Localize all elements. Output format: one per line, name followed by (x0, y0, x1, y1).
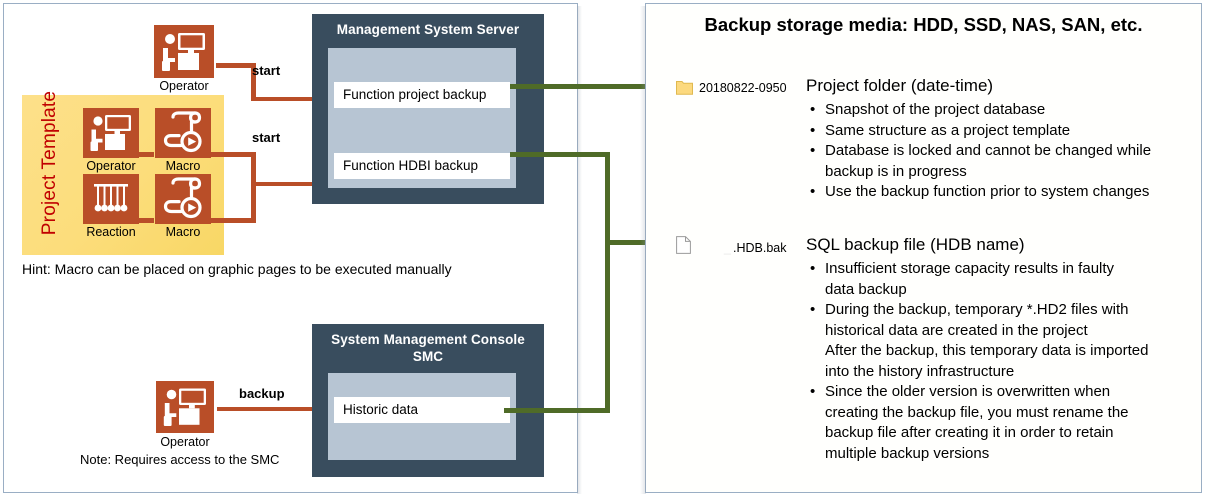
operator-bottom-caption: Operator (160, 435, 210, 449)
smc-server-title-line1: System Management Console (331, 332, 525, 347)
management-system-server-box: Management System Server Function projec… (312, 14, 544, 204)
project-folder-bullets: Snapshot of the project database Same st… (808, 100, 1198, 203)
template-operator-caption: Operator (86, 159, 136, 173)
list-item: Database is locked and cannot be changed… (808, 141, 1198, 182)
template-macro-2-caption: Macro (165, 225, 201, 239)
right-panel: Backup storage media: HDD, SSD, NAS, SAN… (640, 3, 1202, 494)
backup-storage-media-title: Backup storage media: HDD, SSD, NAS, SAN… (704, 14, 1143, 35)
operator-workstation-icon (163, 388, 206, 426)
template-macro-2-tile[interactable] (155, 174, 211, 224)
operator-top-tile[interactable] (154, 25, 214, 78)
smc-server-title-line2: SMC (412, 349, 444, 364)
left-panel: Project Template start start backup (3, 3, 582, 494)
sql-backup-heading: SQL backup file (HDB name) (806, 235, 1025, 254)
list-item: Insufficient storage capacity results in… (808, 259, 1193, 300)
list-item: During the backup, temporary *.HD2 files… (808, 300, 1193, 382)
template-operator-tile[interactable] (83, 108, 139, 158)
operator-workstation-icon (90, 115, 131, 151)
connector-operator-macro-link (138, 152, 154, 157)
sql-file-name-prefix: _ (724, 241, 731, 255)
edge-label-start-2: start (252, 130, 281, 145)
arrow-backup-shaft (217, 407, 317, 411)
list-item: Snapshot of the project database (808, 100, 1198, 121)
template-macro-1-caption: Macro (165, 159, 201, 173)
reaction-newtons-cradle-icon (94, 184, 128, 212)
connector-reaction-macro-link (138, 218, 154, 223)
folder-name-label: 20180822-0950 (699, 81, 787, 95)
connector-trunk-vertical-top (251, 63, 256, 100)
function-project-backup-box[interactable]: Function project backup (334, 82, 510, 108)
connector-macro1-horizontal (211, 152, 256, 157)
macro-scroll-play-icon (163, 111, 202, 153)
list-item: Since the older version is overwritten w… (808, 382, 1193, 464)
connector-macro-trunk-vertical (251, 152, 256, 223)
green-connector-sql-file (605, 240, 670, 245)
arrow-start-1-shaft (251, 97, 318, 101)
sql-backup-bullets: Insufficient storage capacity results in… (808, 259, 1193, 464)
project-template-label: Project Template (39, 90, 60, 236)
operator-top-caption: Operator (159, 79, 209, 93)
management-system-server-title: Management System Server (336, 22, 520, 37)
list-item: Same structure as a project template (808, 121, 1198, 142)
list-item: Use the backup function prior to system … (808, 182, 1198, 203)
smc-server-box: System Management Console SMC Historic d… (312, 324, 544, 477)
hint-text: Hint: Macro can be placed on graphic pag… (22, 261, 452, 277)
template-macro-1-tile[interactable] (155, 108, 211, 158)
green-connector-project-backup (510, 84, 670, 89)
macro-scroll-play-icon (163, 177, 202, 219)
edge-label-start-1: start (252, 63, 281, 78)
green-connector-historic-horizontal (504, 408, 610, 413)
operator-bottom-tile[interactable] (156, 381, 214, 433)
project-folder-heading: Project folder (date-time) (806, 76, 994, 95)
edge-label-backup: backup (239, 386, 285, 401)
sql-file-name-label: .HDB.bak (733, 241, 787, 255)
folder-icon (676, 80, 693, 95)
template-reaction-caption: Reaction (86, 225, 136, 239)
historic-data-box[interactable]: Historic data (334, 397, 510, 423)
arrow-start-2-shaft (251, 182, 318, 186)
template-reaction-tile[interactable] (83, 174, 139, 224)
operator-workstation-icon (162, 33, 205, 71)
connector-operator-top-horizontal (216, 63, 256, 68)
green-connector-vertical-trunk (605, 152, 610, 413)
function-hdbi-backup-box[interactable]: Function HDBI backup (334, 153, 510, 179)
green-connector-hdbi-horizontal (510, 152, 610, 157)
connector-macro2-horizontal (211, 218, 256, 223)
document-icon (676, 236, 691, 254)
smc-access-note: Note: Requires access to the SMC (80, 452, 280, 467)
